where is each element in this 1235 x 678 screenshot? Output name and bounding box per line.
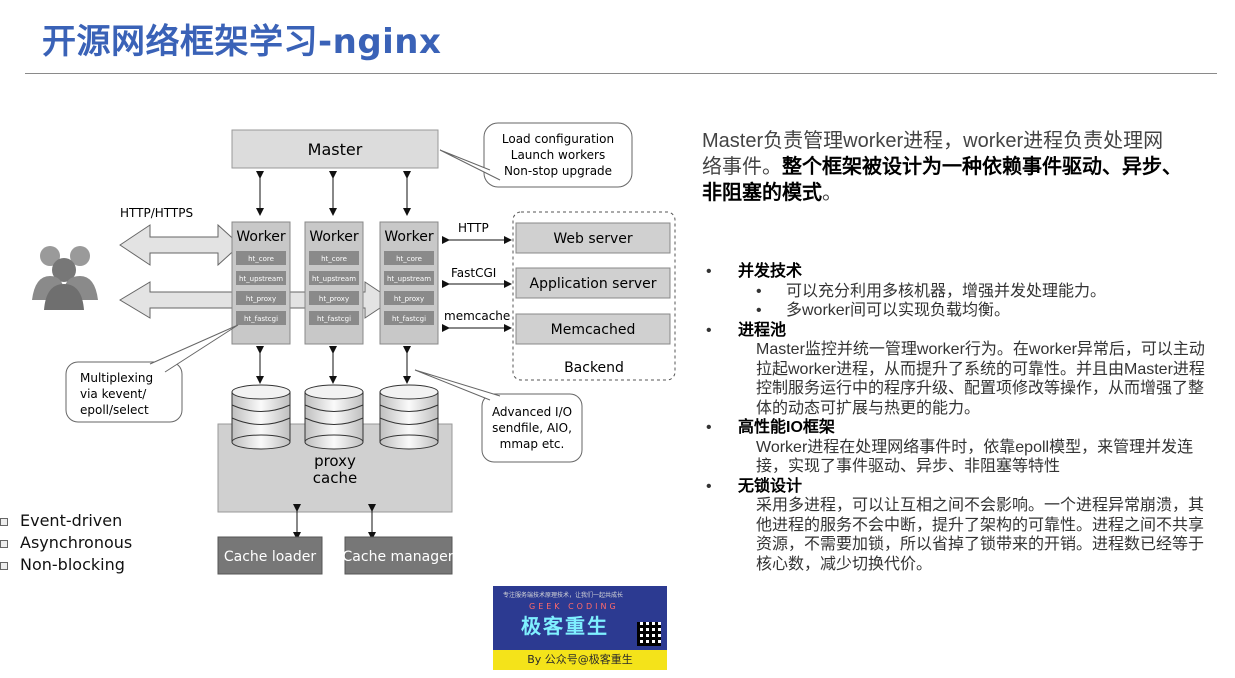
- users-icon: [32, 246, 98, 310]
- disk-3: [379, 384, 439, 450]
- intro-bold: 整个框架被设计为一种依赖事件驱动、异步、非阻塞的模式: [702, 156, 1182, 204]
- intro-normal: Master负责管理worker进程，worker进程负责处理网络事件。: [702, 130, 1164, 178]
- svg-text:ht_fastcgi: ht_fastcgi: [317, 315, 351, 323]
- proto-http: HTTP: [458, 221, 489, 235]
- master-label: Master: [308, 140, 363, 159]
- cache-loader-box: [217, 536, 323, 575]
- svg-text:ht_upstream: ht_upstream: [387, 275, 431, 283]
- bullet-io-framework: •高性能IO框架: [706, 419, 835, 436]
- svg-text:via kevent/: via kevent/: [80, 387, 147, 401]
- brand-logo: 专注服务端技术原理技术，让我们一起共成长 GEEK CODING 极客重生 By…: [493, 586, 667, 670]
- svg-text:ht_proxy: ht_proxy: [246, 295, 276, 303]
- backend-label: Backend: [564, 360, 624, 376]
- intro-paragraph: Master负责管理worker进程，worker进程负责处理网络事件。整个框架…: [702, 130, 1182, 204]
- bullet-lock-free: •无锁设计: [706, 477, 803, 495]
- callout-master-line-3: Non-stop upgrade: [504, 164, 612, 178]
- svg-text:Cache manager: Cache manager: [343, 549, 454, 565]
- callout-master-line-1: Load configuration: [502, 132, 614, 146]
- http-https-label: HTTP/HTTPS: [120, 206, 193, 220]
- svg-text:mmap etc.: mmap etc.: [500, 437, 565, 451]
- disk-1: [231, 384, 291, 450]
- proto-fastcgi: FastCGI: [451, 266, 496, 280]
- master-callout: [483, 122, 633, 188]
- backend-group: [512, 211, 676, 381]
- http-flow-arrow-1: [119, 223, 241, 267]
- svg-text:Multiplexing: Multiplexing: [80, 371, 153, 385]
- bullet-process-pool: •进程池: [706, 321, 787, 339]
- svg-text:sendfile, AIO,: sendfile, AIO,: [492, 421, 572, 435]
- svg-text:ht_proxy: ht_proxy: [319, 295, 349, 303]
- svg-text:epoll/select: epoll/select: [80, 403, 149, 417]
- svg-text:cache: cache: [313, 469, 357, 487]
- worker-1: Worker ht_core ht_upstream ht_proxy ht_f…: [231, 221, 291, 345]
- qr-code-icon: [637, 622, 661, 646]
- svg-text:Advanced I/O: Advanced I/O: [492, 405, 572, 419]
- bullet-io-framework-text: Worker进程在处理网络事件时，依靠epoll模型，来管理并发连接，实现了事件…: [756, 438, 1194, 476]
- backend-app-server: [515, 267, 671, 299]
- svg-text:ht_fastcgi: ht_fastcgi: [392, 315, 426, 323]
- bullet-concurrency-sub-1: •可以充分利用多核机器，增强并发处理能力。: [756, 282, 1107, 300]
- svg-text:proxy: proxy: [314, 452, 356, 470]
- svg-text:Web server: Web server: [553, 231, 633, 247]
- proto-memcache: memcache: [444, 309, 510, 323]
- svg-text:Cache loader: Cache loader: [224, 549, 317, 565]
- svg-text:Memcached: Memcached: [551, 322, 636, 338]
- svg-text:ht_upstream: ht_upstream: [312, 275, 356, 283]
- bullet-process-pool-text: Master监控并统一管理worker行为。在worker异常后，可以主动拉起w…: [756, 341, 1205, 417]
- tag-non-blocking: Non-blocking: [0, 554, 132, 576]
- disk-2: [304, 384, 364, 450]
- worker-1-label: Worker: [236, 229, 286, 245]
- worker-2: Worker ht_core ht_upstream ht_proxy ht_f…: [304, 221, 364, 345]
- worker-3-label: Worker: [384, 229, 434, 245]
- svg-text:ht_upstream: ht_upstream: [239, 275, 283, 283]
- svg-text:ht_core: ht_core: [396, 255, 422, 263]
- cache-manager-box: [344, 536, 453, 575]
- svg-text:ht_core: ht_core: [321, 255, 347, 263]
- svg-text:ht_proxy: ht_proxy: [394, 295, 424, 303]
- io-callout: [481, 393, 583, 463]
- title-divider: [25, 73, 1217, 74]
- feature-tags: Event-driven Asynchronous Non-blocking: [0, 510, 132, 576]
- backend-web-server: [515, 222, 671, 254]
- bullet-lock-free-text: 采用多进程，可以让互相之间不会影响。一个进程异常崩溃，其他进程的服务不会中断，提…: [756, 497, 1205, 573]
- feature-list: •并发技术 •可以充分利用多核机器，增强并发处理能力。 •多worker间可以实…: [706, 262, 1206, 574]
- bullet-concurrency: •并发技术: [706, 263, 803, 280]
- svg-text:Application server: Application server: [530, 276, 657, 292]
- page-title: 开源网络框架学习-nginx: [42, 22, 442, 62]
- tag-event-driven: Event-driven: [0, 510, 132, 532]
- svg-text:ht_core: ht_core: [248, 255, 274, 263]
- worker-3: Worker ht_core ht_upstream ht_proxy ht_f…: [379, 221, 439, 345]
- worker-2-label: Worker: [309, 229, 359, 245]
- bullet-concurrency-sub-2: •多worker间可以实现负载均衡。: [756, 302, 1011, 319]
- svg-text:ht_fastcgi: ht_fastcgi: [244, 315, 278, 323]
- nginx-architecture-diagram: Master Load configuration Launch workers…: [32, 122, 676, 575]
- master-box: [231, 129, 439, 169]
- mux-callout: [65, 361, 183, 423]
- tag-asynchronous: Asynchronous: [0, 532, 132, 554]
- callout-master-line-2: Launch workers: [511, 148, 605, 162]
- backend-memcached: [515, 313, 671, 345]
